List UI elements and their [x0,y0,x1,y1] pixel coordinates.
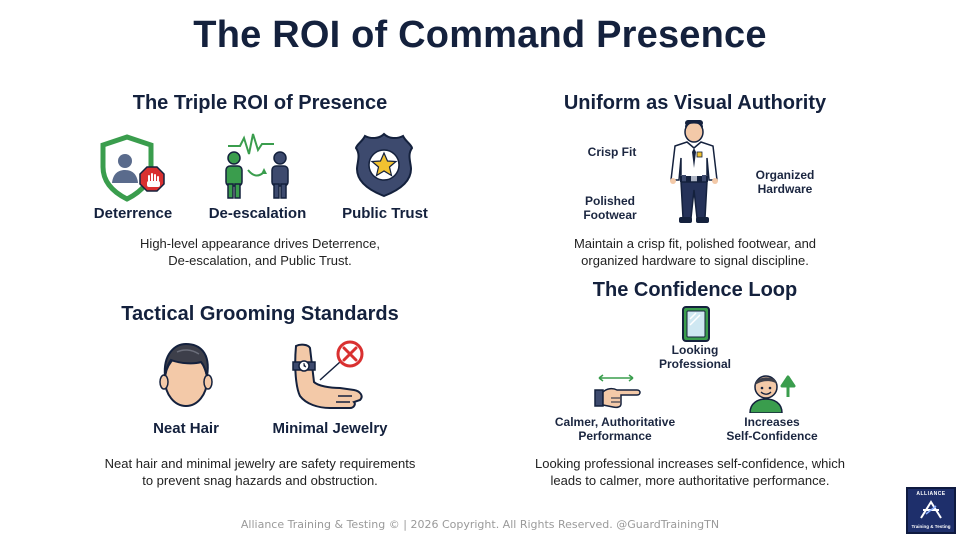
logo-top-text: ALLIANCE [916,491,946,497]
calmer-performance-line2: Performance [578,429,652,443]
page-title: The ROI of Command Presence [193,14,767,56]
polished-footwear-label-line1: Polished [584,194,635,208]
grooming-desc-line1: Neat hair and minimal jewelry are safety… [104,456,416,471]
uniform-desc-line2: organized hardware to signal discipline. [581,253,809,268]
calmer-performance-line1: Calmer, Authoritative [554,415,676,429]
increases-confidence-line1: Increases [744,415,800,429]
logo-bottom-text: Training & Testing [911,524,951,529]
organized-hardware-label-line1: Organized [755,168,815,182]
mirror-icon [682,306,710,342]
triple-roi-desc-line1: High-level appearance drives Deterrence, [140,236,380,251]
organized-hardware-label-line2: Hardware [757,182,813,196]
uniformed-officer-icon [670,120,718,223]
increases-confidence-line2: Self-Confidence [726,429,818,443]
confident-person-icon [749,375,796,413]
grooming-heading: Tactical Grooming Standards [121,303,399,325]
triple-roi-desc-line2: De-escalation, and Public Trust. [168,253,352,268]
deterrence-label: Deterrence [93,205,173,222]
uniform-desc-line1: Maintain a crisp fit, polished footwear,… [573,236,817,251]
two-people-heartbeat-icon [225,133,289,199]
confidence-desc-line2: leads to calmer, more authoritative perf… [550,473,830,488]
police-badge-icon [354,132,414,198]
head-neat-hair-icon [159,342,213,407]
grooming-desc-line2: to prevent snag hazards and obstruction. [142,473,378,488]
uniform-heading: Uniform as Visual Authority [563,92,827,114]
minimal-jewelry-label: Minimal Jewelry [272,420,388,437]
logo-emblem-icon [920,500,942,519]
footer-copyright: Alliance Training & Testing © | 2026 Cop… [240,518,720,531]
pointing-hand-icon [594,374,641,409]
confidence-desc-line1: Looking professional increases self-conf… [534,456,845,471]
arm-watch-no-jewelry-icon [292,340,364,409]
polished-footwear-label-line2: Footwear [583,208,637,222]
de-escalation-label: De-escalation [208,205,307,222]
alliance-logo: ALLIANCE Training & Testing [906,487,956,534]
neat-hair-label: Neat Hair [153,420,219,437]
shield-stop-icon [100,134,165,202]
public-trust-label: Public Trust [342,205,428,222]
triple-roi-heading: The Triple ROI of Presence [132,92,388,114]
crisp-fit-label: Crisp Fit [587,145,637,159]
looking-professional-line2: Professional [658,357,732,371]
looking-professional-line1: Looking [671,343,719,357]
confidence-heading: The Confidence Loop [592,279,798,301]
